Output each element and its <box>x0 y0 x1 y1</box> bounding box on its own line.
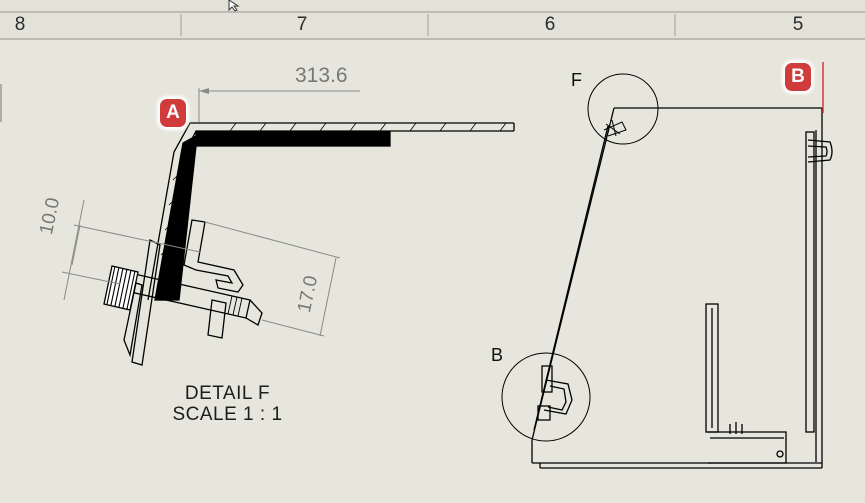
callout-a: A <box>160 99 186 127</box>
detail-f-title[interactable]: DETAIL F SCALE 1 : 1 <box>150 383 305 425</box>
zone-ruler: 8 7 6 5 <box>0 0 865 40</box>
detail-f-name: DETAIL F <box>184 383 271 404</box>
zone-label-6: 6 <box>544 14 556 35</box>
detail-f-view <box>61 88 515 366</box>
zone-divider <box>180 14 182 36</box>
callout-b: B <box>785 63 811 91</box>
mouse-cursor-icon <box>228 0 240 12</box>
zone-divider <box>427 14 429 36</box>
detail-label-f[interactable]: F <box>571 70 582 90</box>
zone-label-7: 7 <box>296 14 308 35</box>
zone-divider <box>674 14 676 36</box>
detail-f-scale: SCALE 1 : 1 <box>172 404 283 425</box>
zone-label-8: 8 <box>14 14 26 35</box>
main-side-view <box>501 73 833 469</box>
zone-label-5: 5 <box>792 14 804 35</box>
ruler-top-line <box>0 11 865 13</box>
detail-label-b[interactable]: B <box>491 345 504 365</box>
dimension-313-6[interactable]: 313.6 <box>295 64 348 87</box>
